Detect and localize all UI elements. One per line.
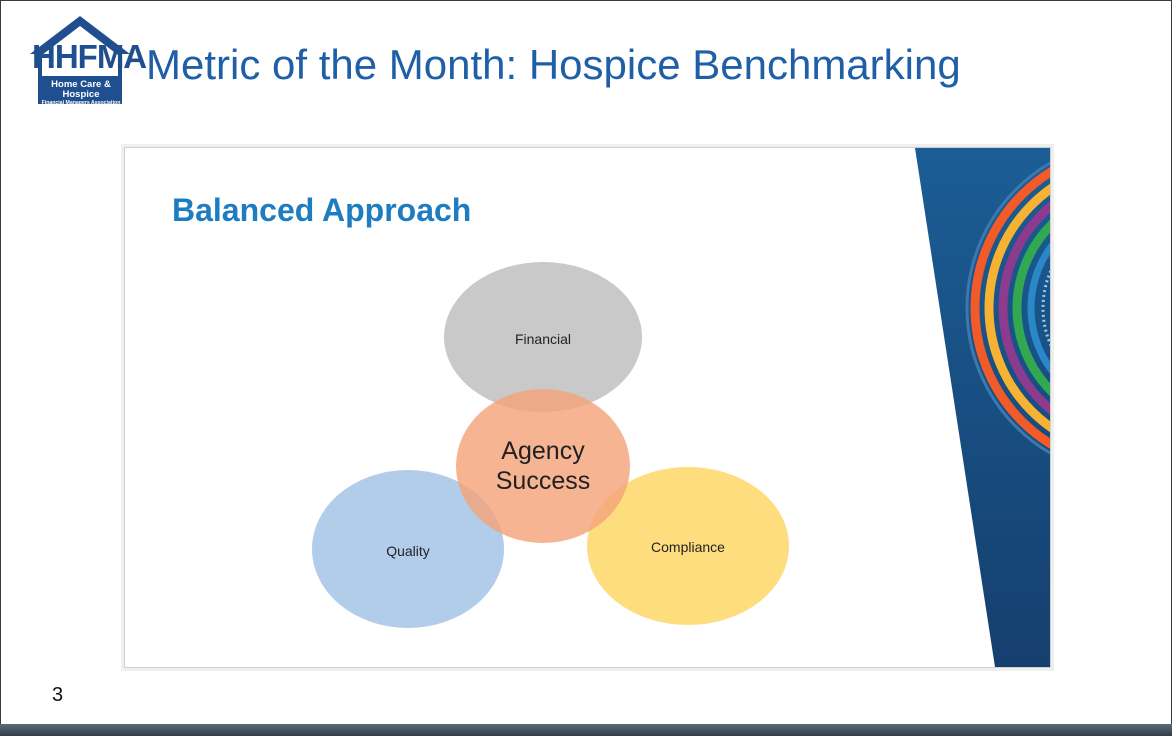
agency-success-line-2: Success bbox=[495, 467, 591, 495]
logo-mark-text: HHFMA bbox=[32, 38, 147, 75]
page-number: 3 bbox=[52, 684, 64, 706]
compliance-circle bbox=[587, 467, 789, 625]
quality-label: Quality bbox=[386, 543, 430, 559]
agency-success-circle bbox=[456, 389, 630, 543]
embedded-slide: Balanced Approach Financial Qual bbox=[121, 144, 1054, 671]
footer-bar bbox=[0, 724, 1172, 736]
quality-circle bbox=[312, 470, 504, 628]
slide-title: Balanced Approach bbox=[172, 192, 472, 228]
slide-corner-decoration bbox=[915, 148, 1050, 667]
compliance-label: Compliance bbox=[651, 539, 725, 555]
logo-subtitle: Home Care & Hospice Financial Managers A… bbox=[32, 80, 130, 106]
financial-label: Financial bbox=[514, 331, 572, 347]
page-title: Metric of the Month: Hospice Benchmarkin… bbox=[146, 41, 961, 88]
logo-line-1: Home Care & Hospice bbox=[51, 79, 111, 100]
balanced-approach-diagram bbox=[312, 262, 789, 628]
logo-line-2: Financial Managers Association bbox=[41, 100, 121, 106]
agency-success-label: Agency Success bbox=[496, 436, 590, 496]
financial-circle bbox=[444, 262, 642, 412]
agency-success-line-1: Agency bbox=[501, 437, 585, 465]
hhfma-logo: HHFMA Home Care & Hospice Financial Mana… bbox=[26, 14, 147, 106]
